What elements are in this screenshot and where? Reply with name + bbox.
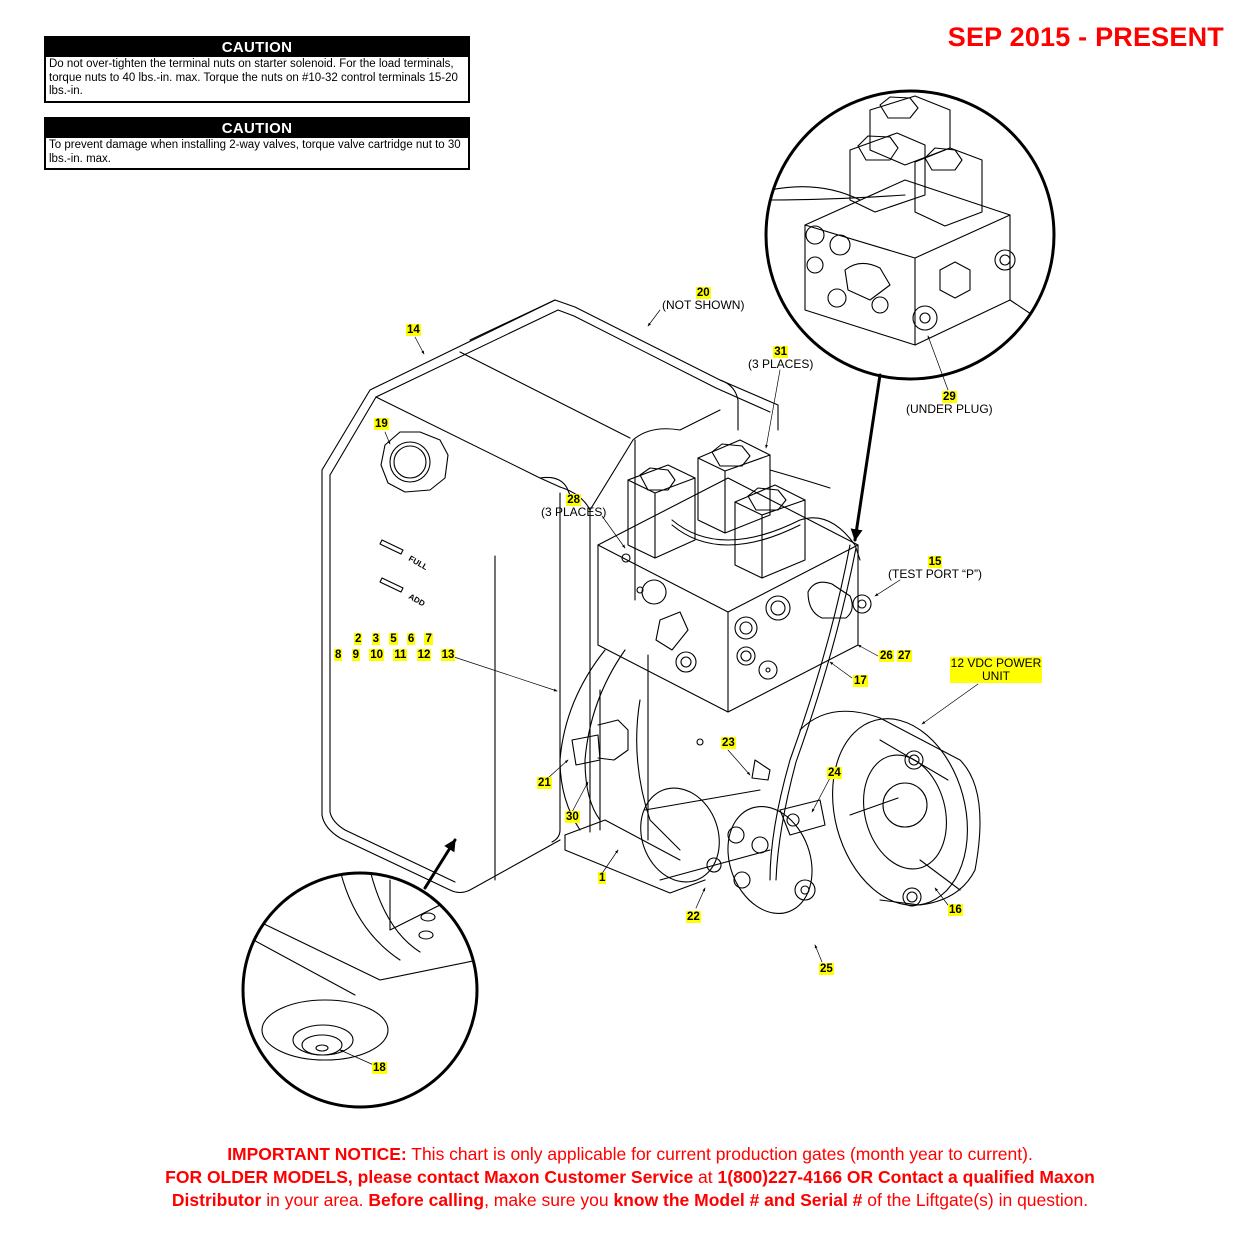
notice-line-3: Distributor in your area. Before calling… xyxy=(171,1190,1089,1210)
callout-24: 24 xyxy=(827,767,842,779)
add-mark-label: ADD xyxy=(407,592,427,609)
callout-17: 17 xyxy=(853,675,868,687)
full-mark-label: FULL xyxy=(407,554,429,572)
callout-26-27: 26 27 xyxy=(879,650,912,662)
callout-30: 30 xyxy=(565,811,580,823)
caution-text: To prevent damage when installing 2-way … xyxy=(49,139,461,165)
callout-25: 25 xyxy=(819,963,834,975)
detail-circle-drain xyxy=(241,871,479,1109)
notice-line-1: IMPORTANT NOTICE: This chart is only app… xyxy=(227,1144,1033,1164)
pump-flange xyxy=(559,649,771,894)
important-notice: IMPORTANT NOTICE: This chart is only app… xyxy=(0,1143,1260,1212)
caution-title: CAUTION xyxy=(46,119,468,138)
callout-31: 31(3 PLACES) xyxy=(748,346,814,371)
callout-28: 28(3 PLACES) xyxy=(541,494,607,519)
leader-lines xyxy=(339,309,979,1067)
callout-20: 20(NOT SHOWN) xyxy=(662,287,745,312)
electric-motor xyxy=(636,699,981,907)
callout-15: 15(TEST PORT “P”) xyxy=(888,556,983,581)
solenoid-coils xyxy=(627,439,861,579)
phone-number: 1(800)227-4166 OR Contact a qualified Ma… xyxy=(717,1167,1095,1187)
callout-14: 14 xyxy=(406,324,421,336)
caution-text: Do not over-tighten the terminal nuts on… xyxy=(49,58,458,97)
caution-title: CAUTION xyxy=(46,38,468,57)
notice-line-2: FOR OLDER MODELS, please contact Maxon C… xyxy=(165,1167,1095,1187)
breather-cap xyxy=(380,431,449,493)
detail-arrow xyxy=(850,373,882,542)
level-marks: FULL ADD xyxy=(379,539,429,609)
callout-group-row1: 2 3 5 6 7 xyxy=(354,633,433,645)
wire-lead xyxy=(775,547,857,881)
callout-23: 23 xyxy=(721,737,736,749)
wire-lead xyxy=(769,544,851,881)
detail-circle-valve xyxy=(764,89,1056,381)
caution-box-solenoid: CAUTION Do not over-tighten the terminal… xyxy=(44,36,470,103)
callout-18: 18 xyxy=(372,1062,387,1074)
callout-21: 21 xyxy=(537,777,552,789)
power-unit-label: 12 VDC POWER UNIT xyxy=(950,656,1042,683)
detail-arrow xyxy=(423,838,457,890)
callout-22: 22 xyxy=(686,911,701,923)
reservoir-tank xyxy=(321,299,779,894)
caution-box-valves: CAUTION To prevent damage when installin… xyxy=(44,117,470,170)
callout-29: 29(UNDER PLUG) xyxy=(906,391,993,416)
starter-solenoid xyxy=(640,787,816,915)
callout-group-row2: 8 9 10 11 12 13 xyxy=(334,649,456,661)
date-range-title: SEP 2015 - PRESENT xyxy=(947,22,1224,52)
callout-19: 19 xyxy=(374,418,389,430)
callout-1: 1 xyxy=(598,872,607,884)
callout-16: 16 xyxy=(948,904,963,916)
